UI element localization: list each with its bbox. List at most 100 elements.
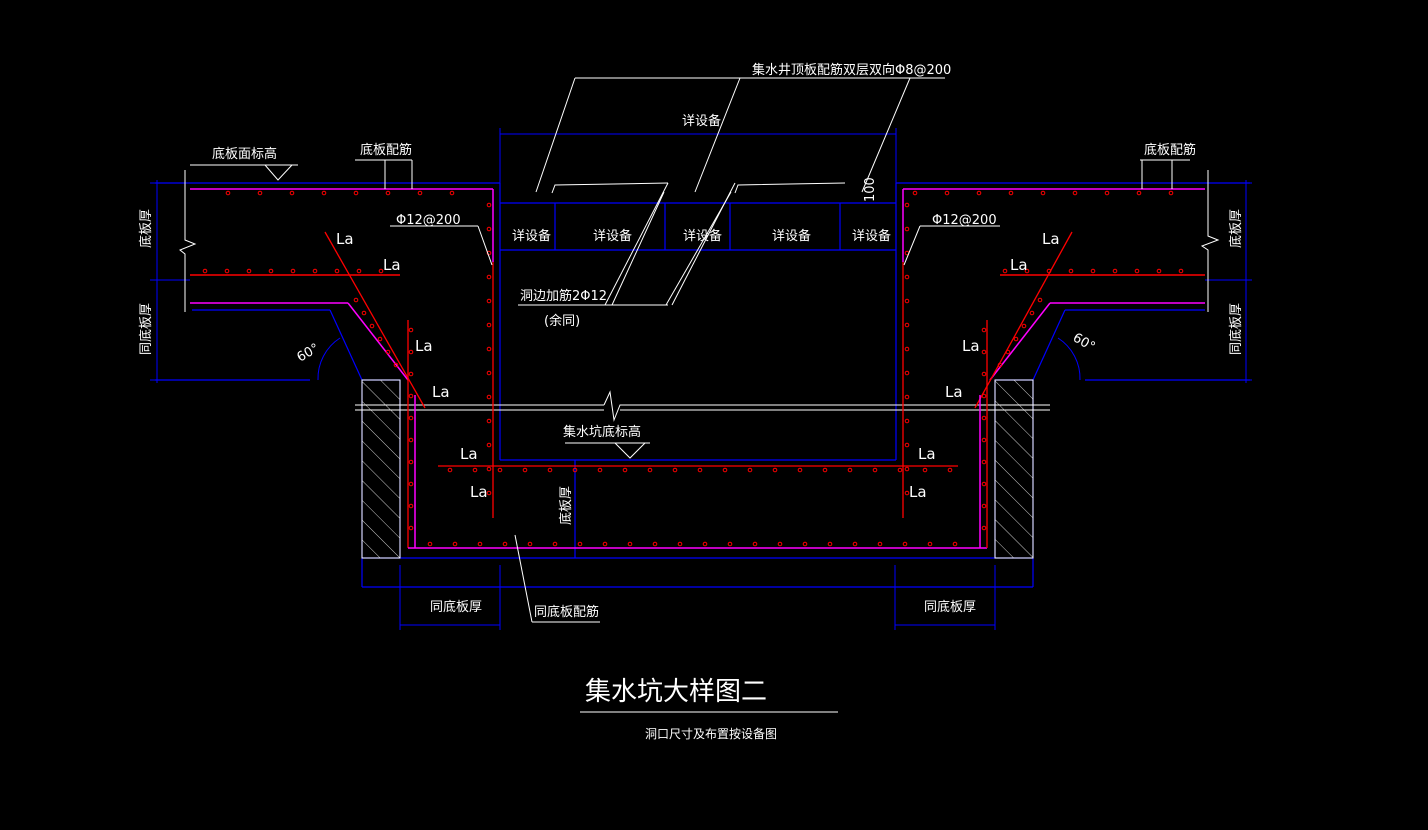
rebar-dot — [408, 393, 414, 399]
la-label: La — [383, 256, 401, 274]
rebar-dot — [647, 467, 653, 473]
dimension-lines — [150, 128, 1252, 630]
rebar-dot — [486, 370, 492, 376]
la-label: La — [1042, 230, 1060, 248]
slab-thickness-label-left: 底板厚 — [138, 209, 154, 248]
rebar-dot — [353, 190, 359, 196]
rebar-dot — [697, 467, 703, 473]
phi12-label-left: Φ12@200 — [396, 213, 461, 228]
rebar-dot — [922, 467, 928, 473]
rebar-dot — [872, 467, 878, 473]
rebar-dot — [747, 467, 753, 473]
rebar-dot — [981, 371, 987, 377]
rebar-dot — [904, 394, 910, 400]
detail-equipment-cell-2: 详设备 — [593, 228, 632, 244]
rebar-dot — [1037, 297, 1043, 303]
rebar-dot — [577, 541, 583, 547]
rebar-dot — [1046, 268, 1052, 274]
rebar-dot — [1029, 310, 1035, 316]
rebar-dot — [997, 362, 1003, 368]
rebar-dot — [202, 268, 208, 274]
rebar-dot — [224, 268, 230, 274]
slab-rebar-label-right: 底板配筋 — [1144, 142, 1196, 158]
rebar-dot — [597, 467, 603, 473]
rebar-dot — [1104, 190, 1110, 196]
rebar-dot — [312, 268, 318, 274]
angle-arcs — [317, 337, 1081, 381]
rebar-dot — [486, 490, 492, 496]
slab-thickness-label-right: 底板厚 — [1228, 209, 1244, 248]
la-label: La — [945, 383, 963, 401]
rebar-dot — [852, 541, 858, 547]
rebar-dot — [486, 466, 492, 472]
rebar-dot — [486, 274, 492, 280]
rebar-dot — [622, 467, 628, 473]
rebar-dot — [268, 268, 274, 274]
rebar-dot — [702, 541, 708, 547]
rebar-dot — [1002, 268, 1008, 274]
rebar-dot — [1136, 190, 1142, 196]
rebar-dot — [497, 467, 503, 473]
rebar-dot — [904, 322, 910, 328]
rebar-dot — [572, 467, 578, 473]
rebar-dot — [1021, 323, 1027, 329]
rebar-dot — [981, 437, 987, 443]
rebar-dot — [944, 190, 950, 196]
break-lines — [179, 170, 1220, 422]
rebar-dot — [447, 467, 453, 473]
rebar-dot — [822, 467, 828, 473]
rebar-dot — [377, 336, 383, 342]
la-label: La — [918, 445, 936, 463]
rebar-dot — [912, 190, 918, 196]
rebar-dot — [472, 467, 478, 473]
rebar-dot — [502, 541, 508, 547]
rebar-dot — [486, 322, 492, 328]
rebar-dot — [827, 541, 833, 547]
rebar-dot — [904, 226, 910, 232]
rebar-dot — [486, 298, 492, 304]
rebars — [190, 182, 1205, 549]
rebar-dot — [802, 541, 808, 547]
rebar-dot — [1168, 190, 1174, 196]
rebar-dot — [1112, 268, 1118, 274]
rebar-dot — [904, 274, 910, 280]
detail-equipment-label: 详设备 — [682, 113, 721, 129]
rebar-dot — [897, 467, 903, 473]
rebar-dot — [1005, 349, 1011, 355]
rebar-dot — [408, 459, 414, 465]
rebar-dot — [1134, 268, 1140, 274]
phi12-label-right: Φ12@200 — [932, 213, 997, 228]
rebar-dot — [246, 268, 252, 274]
rebar-dot — [847, 467, 853, 473]
rebar-dot — [1008, 190, 1014, 196]
pit-slab-thickness-label: 底板厚 — [558, 486, 574, 525]
rebar-dot — [1068, 268, 1074, 274]
rebar-dot — [1178, 268, 1184, 274]
detail-equipment-cell-1: 详设备 — [512, 228, 551, 244]
rebar-dot — [904, 202, 910, 208]
rebar-dot — [677, 541, 683, 547]
la-label: La — [336, 230, 354, 248]
rebar-dot — [981, 415, 987, 421]
same-slab-thickness-bottom-right: 同底板厚 — [924, 599, 976, 615]
pit-bottom-elevation-label: 集水坑底标高 — [563, 424, 641, 440]
rebar-dot — [408, 525, 414, 531]
rebar-dot — [361, 310, 367, 316]
rebar-dot — [981, 459, 987, 465]
rebar-dot — [378, 268, 384, 274]
rebar-dot — [477, 541, 483, 547]
angle-label-right: 60° — [1070, 330, 1097, 355]
rebar-dots — [202, 190, 1184, 547]
rebar-dot — [981, 393, 987, 399]
rebar-dot — [981, 503, 987, 509]
rebar-dot — [772, 467, 778, 473]
rebar-dot — [1156, 268, 1162, 274]
la-label: La — [470, 483, 488, 501]
same-slab-thickness-label-left: 同底板厚 — [138, 303, 154, 355]
slab-rebar-label-left: 底板配筋 — [360, 142, 412, 158]
rebar-dot — [547, 467, 553, 473]
rebar-dot — [522, 467, 528, 473]
rebar-dot — [602, 541, 608, 547]
detail-equipment-cell-5: 详设备 — [852, 228, 891, 244]
rebar-dot — [408, 349, 414, 355]
